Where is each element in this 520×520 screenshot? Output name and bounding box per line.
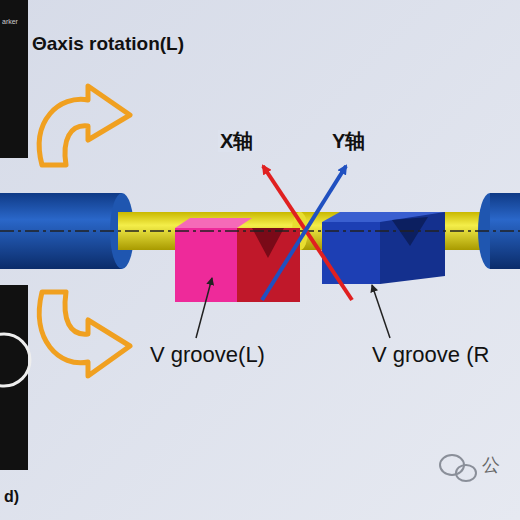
axis-label: X轴 <box>218 130 255 152</box>
part-label: V groove (R <box>372 343 489 367</box>
axis-title: Θaxis rotation(L) <box>32 34 184 55</box>
part-label: V groove(L) <box>150 343 265 367</box>
panel-text: d) <box>4 488 19 506</box>
panel-text: arker <box>2 18 18 26</box>
watermark: 公 <box>482 456 500 476</box>
axis-label: Y轴 <box>330 130 367 152</box>
